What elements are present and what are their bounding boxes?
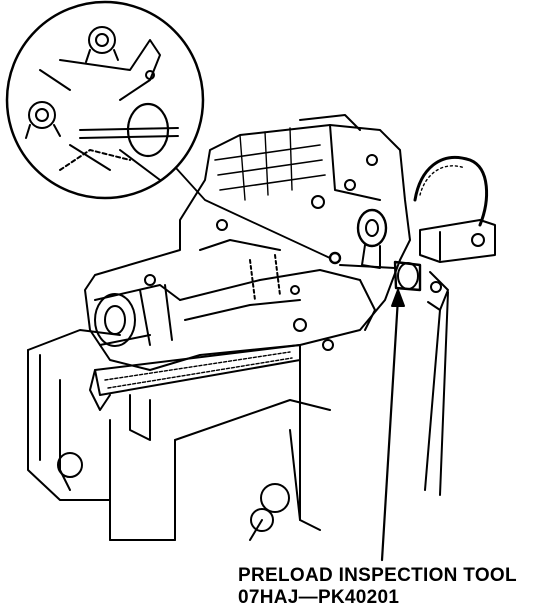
bolt-head-lower bbox=[25, 101, 61, 139]
transmission-housing bbox=[84, 114, 411, 371]
bolt-head-upper bbox=[85, 26, 119, 63]
preload-inspection-tool bbox=[339, 260, 449, 496]
tool-name-label: PRELOAD INSPECTION TOOL bbox=[238, 565, 517, 586]
tool-callout-label: PRELOAD INSPECTION TOOL 07HAJ—PK40201 bbox=[238, 565, 517, 609]
detail-magnifier bbox=[5, 0, 331, 259]
bench-vise bbox=[27, 329, 331, 541]
callout-arrow bbox=[380, 289, 405, 562]
dial-indicator bbox=[356, 155, 496, 269]
tool-part-number-label: 07HAJ—PK40201 bbox=[238, 587, 400, 608]
